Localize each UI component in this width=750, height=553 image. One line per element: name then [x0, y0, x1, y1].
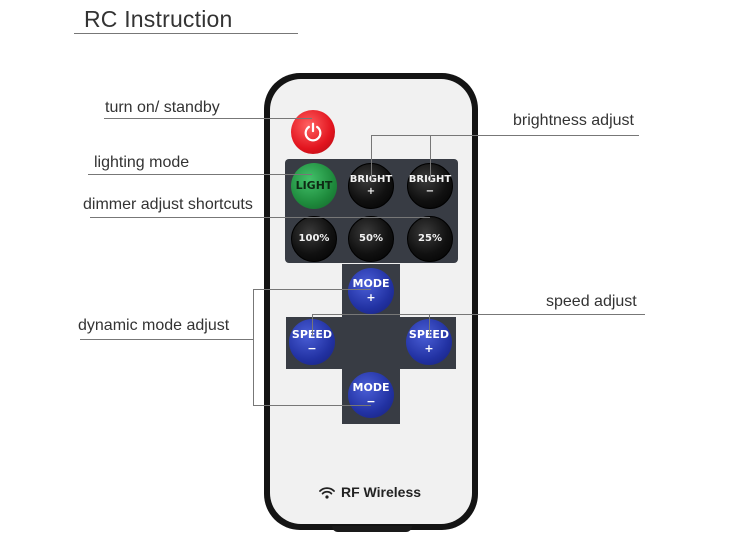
dim-100-label: 100%: [299, 233, 330, 246]
callout-drop-speed-down: [312, 314, 313, 336]
callout-drop-bright-down: [430, 135, 431, 181]
label-dimmer-adjust: dimmer adjust shortcuts: [83, 196, 253, 214]
callout-line-mode-up: [253, 289, 371, 290]
callout-line-mode-down: [253, 405, 371, 406]
page-title: RC Instruction: [84, 6, 233, 33]
label-speed-adjust: speed adjust: [546, 293, 637, 311]
callout-drop-speed-up: [429, 314, 430, 336]
wifi-icon: [319, 486, 335, 499]
dim-25-button[interactable]: 25%: [407, 216, 453, 262]
dim-100-button[interactable]: 100%: [291, 216, 337, 262]
label-brightness-adjust: brightness adjust: [513, 112, 634, 130]
callout-line-dynamic-mode: [80, 339, 254, 340]
callout-line-brightness: [371, 135, 639, 136]
mode-up-button[interactable]: MODE +: [348, 268, 394, 314]
light-button-label: LIGHT: [296, 179, 333, 193]
mode-down-button[interactable]: MODE −: [348, 372, 394, 418]
rf-wireless-label: RF Wireless: [341, 484, 421, 500]
label-turn-on-standby: turn on/ standby: [105, 99, 220, 117]
rf-wireless-badge: RF Wireless: [319, 484, 421, 500]
dim-25-label: 25%: [418, 233, 442, 246]
dim-50-button[interactable]: 50%: [348, 216, 394, 262]
power-icon: [302, 121, 324, 143]
label-lighting-mode: lighting mode: [94, 154, 189, 172]
light-mode-button[interactable]: LIGHT: [291, 163, 337, 209]
label-dynamic-mode: dynamic mode adjust: [78, 317, 229, 335]
dim-50-label: 50%: [359, 233, 383, 246]
remote-bottom-edge: [332, 526, 412, 532]
mode-up-label: MODE +: [353, 277, 390, 305]
callout-drop-bright-up: [371, 135, 372, 181]
callout-line-light: [88, 174, 312, 175]
title-underline: [74, 33, 298, 34]
power-button[interactable]: [291, 110, 335, 154]
callout-line-speed: [312, 314, 645, 315]
callout-bracket-dynamic-mode: [253, 289, 254, 405]
callout-line-dimmer: [90, 217, 430, 218]
callout-line-power: [104, 118, 312, 119]
